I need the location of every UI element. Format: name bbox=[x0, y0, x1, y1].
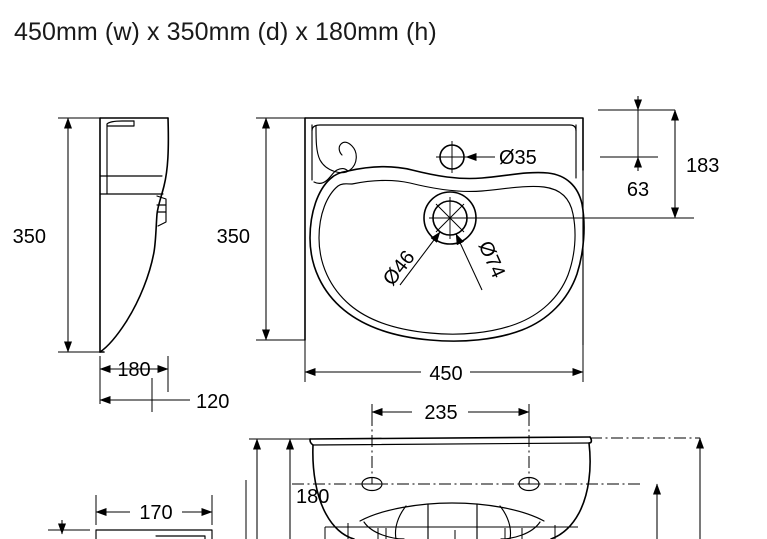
dimension-tap-hole-diameter: Ø35 bbox=[465, 147, 537, 169]
dimension-tap-hole-to-edge: 63 bbox=[598, 96, 675, 201]
page-title: 450mm (w) x 350mm (d) x 180mm (h) bbox=[14, 18, 437, 46]
dimension-label-waste-outer-diameter: Ø74 bbox=[474, 238, 509, 281]
dimension-front-height: 180 bbox=[249, 438, 329, 539]
dimension-side-depth: 180 bbox=[99, 356, 169, 404]
dimension-label-waste-inner-diameter: Ø46 bbox=[379, 247, 420, 290]
tap-hole bbox=[436, 141, 468, 173]
dimension-label-plan-width: 450 bbox=[429, 363, 462, 385]
front-right-dimension-arrows bbox=[653, 437, 704, 539]
dimension-plan-depth: 350 bbox=[217, 117, 305, 341]
dimension-plan-width: 450 bbox=[304, 285, 584, 385]
dimension-label-side-depth: 180 bbox=[117, 359, 150, 381]
plan-top-view: Ø35 Ø46 Ø74 bbox=[217, 96, 719, 385]
front-elevation-view: 235 180 bbox=[249, 402, 704, 539]
dimension-label-side-fixing-offset: 120 bbox=[196, 391, 229, 413]
waste-outlet bbox=[423, 191, 477, 245]
dimension-label-fixing-centres: 235 bbox=[424, 402, 457, 424]
dimension-detail-width: 170 bbox=[95, 495, 213, 525]
dimension-waste-inner-diameter: Ø46 bbox=[379, 231, 441, 290]
dimension-waste-outer-diameter: Ø74 bbox=[455, 233, 509, 291]
dimension-label-detail-width: 170 bbox=[139, 502, 172, 524]
dimension-side-fixing-offset: 120 bbox=[99, 378, 229, 413]
dimension-label-tap-hole-diameter: Ø35 bbox=[499, 147, 537, 169]
dimension-fixing-centres: 235 bbox=[371, 402, 530, 424]
front-base-ticks bbox=[324, 523, 578, 539]
dimension-label-side-height: 350 bbox=[13, 226, 46, 248]
dimension-label-waste-to-rear-edge: 183 bbox=[686, 155, 719, 177]
dimension-label-plan-depth: 350 bbox=[217, 226, 250, 248]
dimension-label-tap-hole-to-edge: 63 bbox=[627, 179, 649, 201]
dimension-side-height: 350 bbox=[13, 117, 104, 353]
bottom-detail-view: 170 bbox=[48, 480, 247, 539]
side-elevation-view: 350 180 120 bbox=[13, 117, 229, 413]
dimension-waste-to-rear-edge: 183 bbox=[671, 109, 719, 219]
dimension-label-front-height: 180 bbox=[296, 486, 329, 508]
